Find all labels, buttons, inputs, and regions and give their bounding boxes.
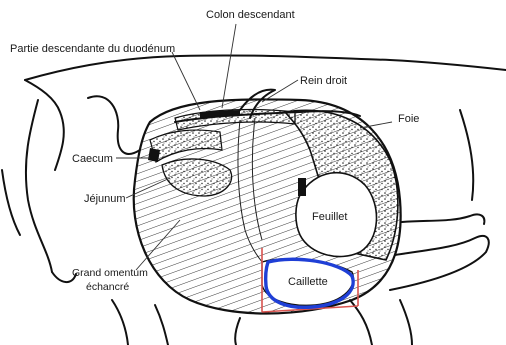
label-duodenum: Partie descendante du duodénum <box>10 43 175 55</box>
label-caecum: Caecum <box>72 153 113 165</box>
label-grand-omentum: Grand omentum <box>72 267 148 279</box>
label-foie: Foie <box>398 113 419 125</box>
label-colon-descendant: Colon descendant <box>206 9 295 21</box>
label-caillette: Caillette <box>288 276 328 288</box>
label-grand-omentum-echancre: échancré <box>86 281 129 293</box>
label-rein-droit: Rein droit <box>300 75 347 87</box>
label-jejunum: Jéjunum <box>84 193 126 205</box>
label-feuillet: Feuillet <box>312 211 347 223</box>
